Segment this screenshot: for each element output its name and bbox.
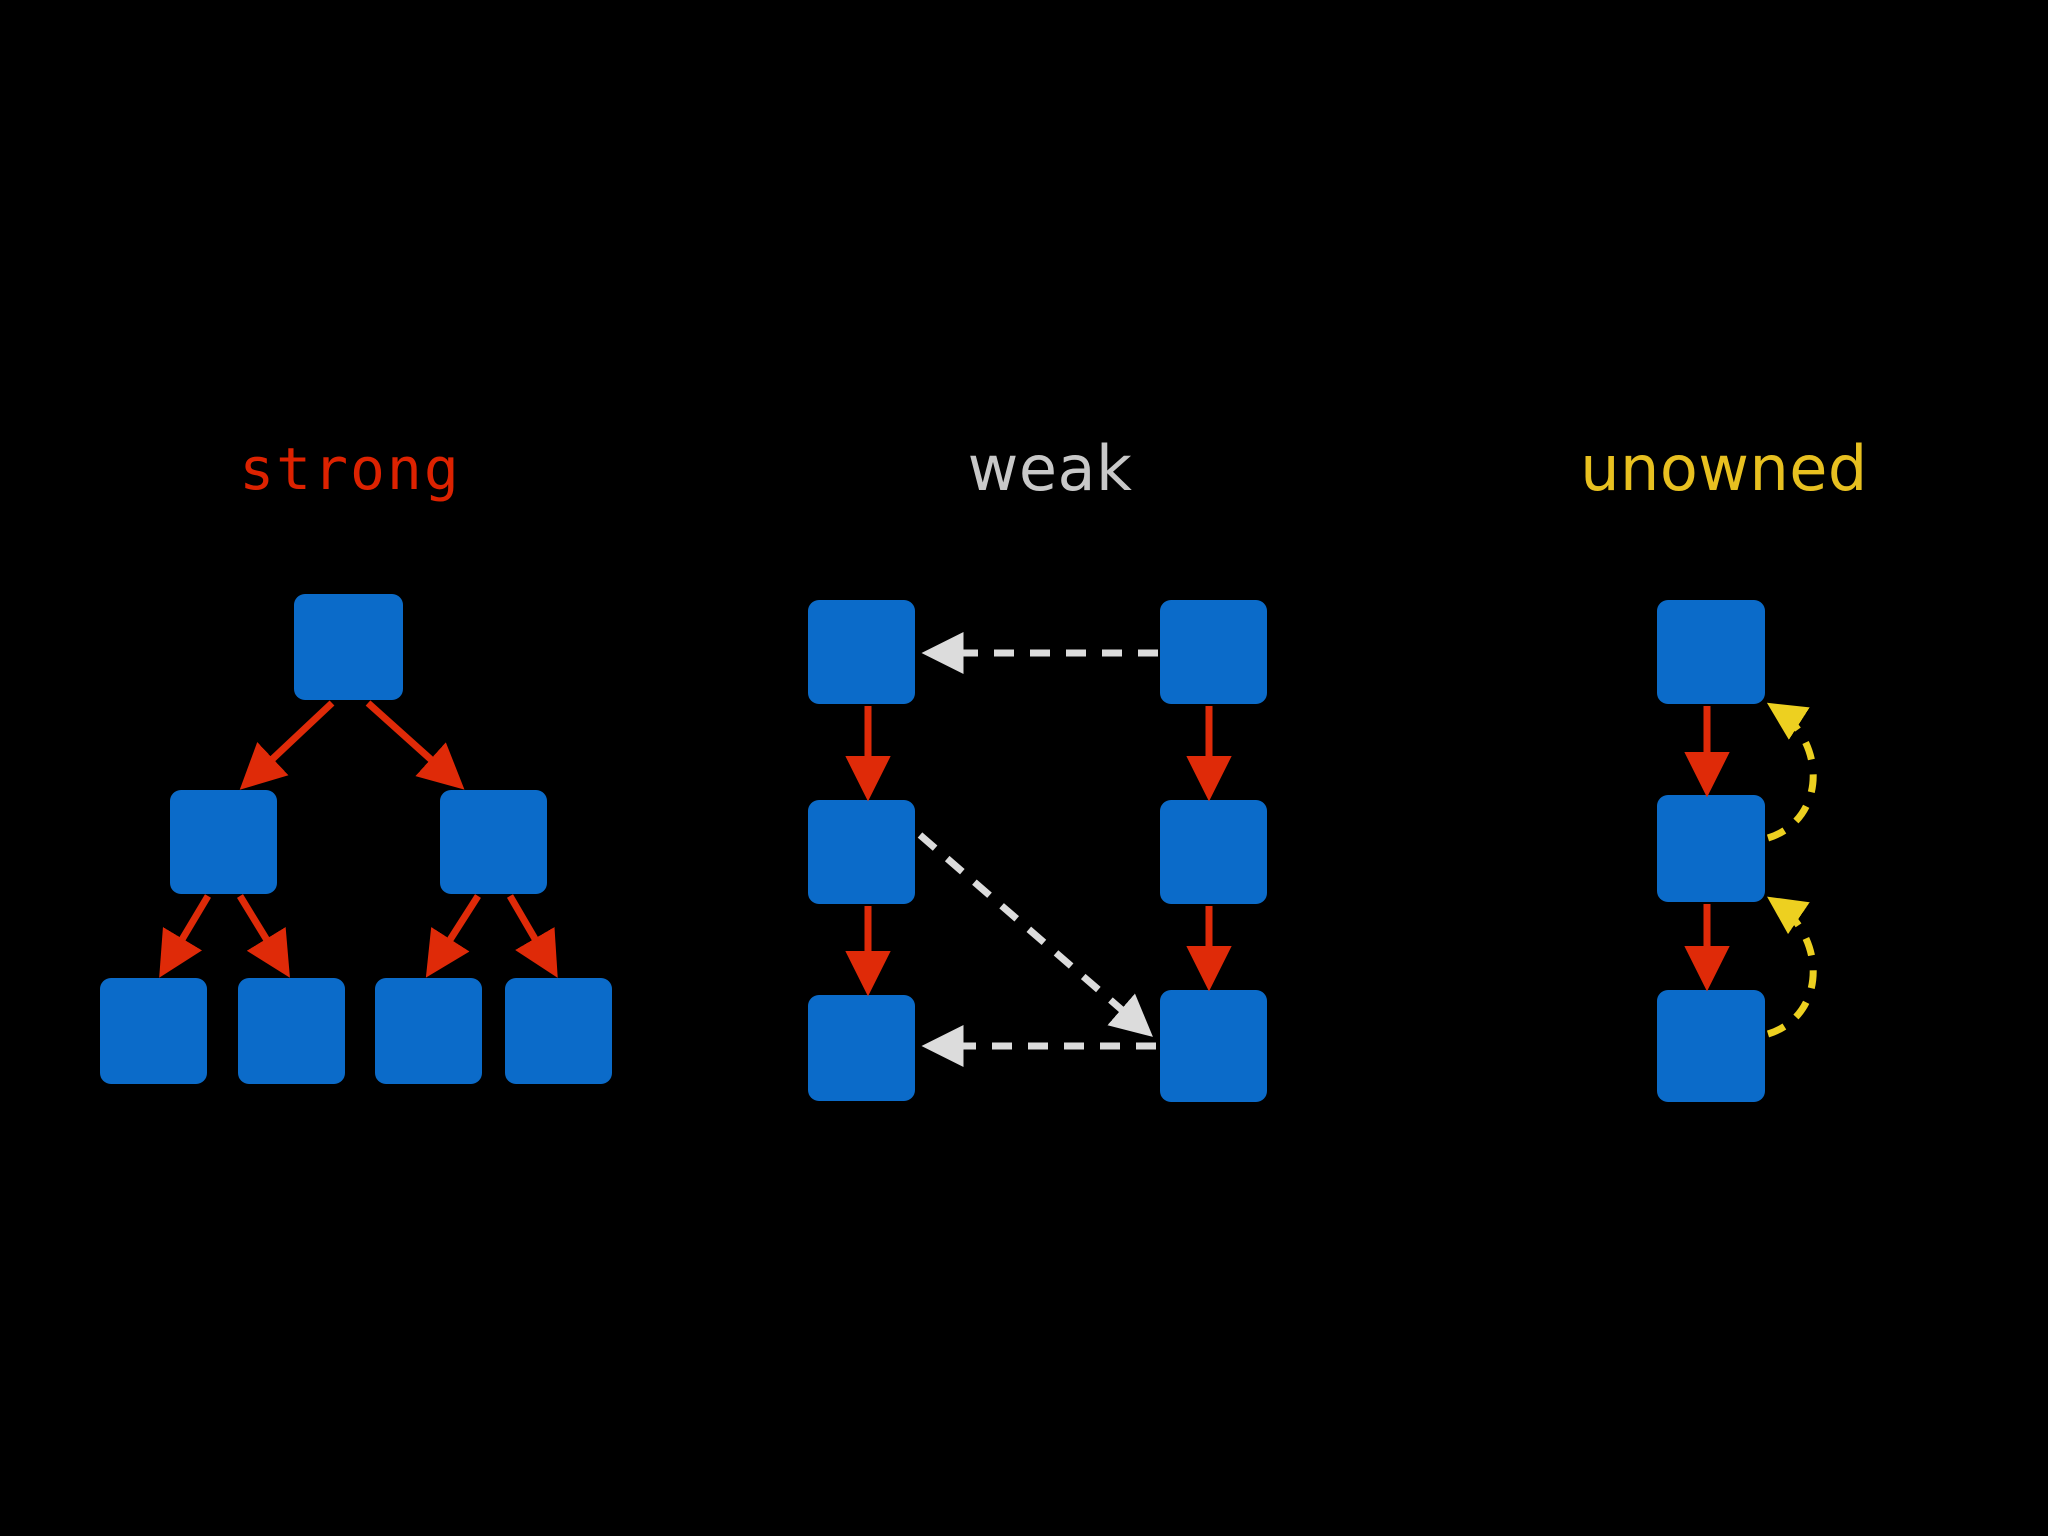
node-weak-left-3[interactable] [808, 995, 915, 1101]
panel-title-unowned: unowned [1580, 432, 1868, 505]
node-weak-left-2[interactable] [808, 800, 915, 904]
node-strong-leaf-4[interactable] [505, 978, 612, 1084]
node-weak-right-3[interactable] [1160, 990, 1267, 1102]
node-weak-right-1[interactable] [1160, 600, 1267, 704]
node-strong-right[interactable] [440, 790, 547, 894]
node-strong-leaf-3[interactable] [375, 978, 482, 1084]
node-unowned-2[interactable] [1657, 795, 1765, 902]
panel-unowned: unowned [1400, 0, 2048, 1536]
node-strong-left[interactable] [170, 790, 277, 894]
node-unowned-3[interactable] [1657, 990, 1765, 1102]
node-unowned-1[interactable] [1657, 600, 1765, 704]
node-weak-right-2[interactable] [1160, 800, 1267, 904]
node-strong-root[interactable] [294, 594, 403, 700]
node-strong-leaf-1[interactable] [100, 978, 207, 1084]
panel-title-strong: strong [239, 435, 461, 503]
node-weak-left-1[interactable] [808, 600, 915, 704]
panel-weak: weak [700, 0, 1400, 1536]
node-strong-leaf-2[interactable] [238, 978, 345, 1084]
panel-strong: strong [0, 0, 700, 1536]
panel-title-weak: weak [967, 432, 1133, 505]
